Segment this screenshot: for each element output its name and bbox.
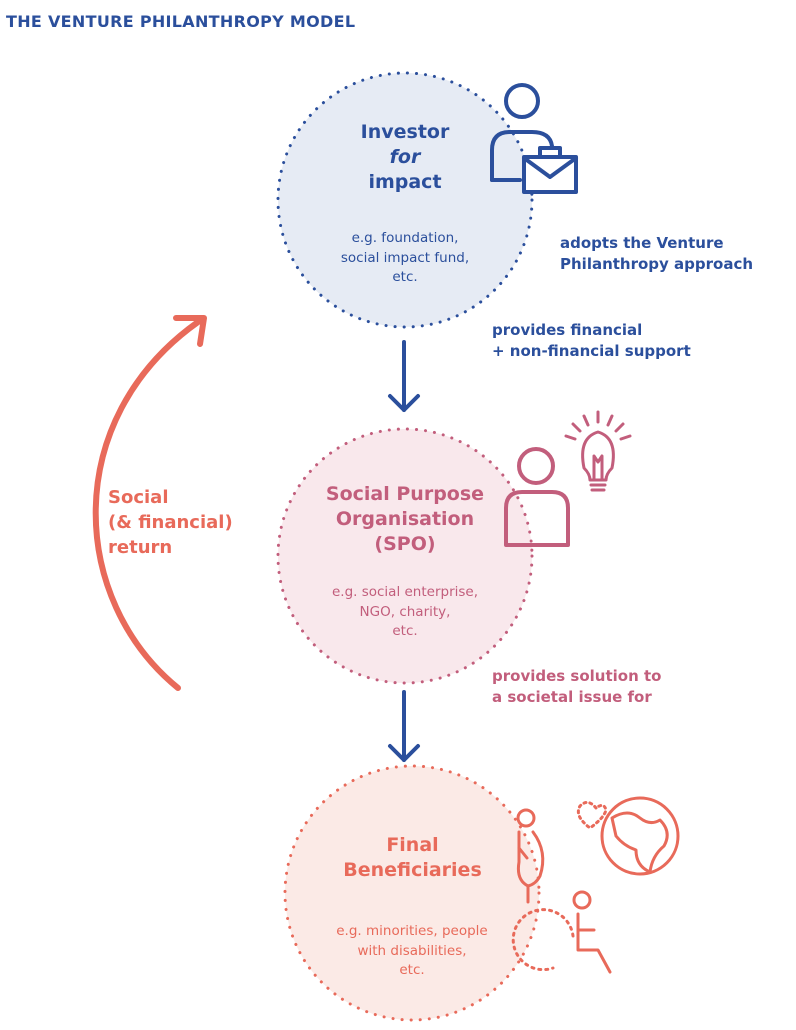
investor-note-line2: Philanthropy approach: [560, 255, 754, 273]
arrow-investor-to-spo: [388, 340, 420, 412]
beneficiaries-example-3: etc.: [399, 962, 425, 979]
support-note-line1: provides financial: [492, 321, 643, 339]
spo-circle: [276, 427, 534, 685]
investor-with-briefcase-icon: [490, 83, 578, 194]
investor-label-line1: Investor: [360, 121, 450, 143]
investor-label: Investor for impact: [300, 120, 510, 195]
spo-label: Social Purpose Organisation (SPO): [290, 482, 520, 557]
investor-label-line2: for: [389, 146, 421, 169]
investor-note: adopts the Venture Philanthropy approach: [560, 233, 753, 275]
solution-note-line2: a societal issue for: [492, 688, 652, 706]
spo-label-line3: (SPO): [374, 533, 436, 556]
investor-example-1: e.g. foundation,: [351, 230, 459, 246]
return-label-line1: Social: [108, 487, 169, 508]
spo-examples: e.g. social enterprise, NGO, charity, et…: [290, 583, 520, 642]
return-label-line2: (& financial): [108, 512, 233, 534]
spo-label-line2: Organisation: [335, 508, 475, 531]
spo-example-1: e.g. social enterprise,: [331, 584, 479, 600]
pregnant-woman-icon: [516, 808, 545, 904]
return-label-line3: return: [108, 537, 173, 559]
investor-example-3: etc.: [392, 269, 418, 286]
beneficiaries-label: Final Beneficiaries: [300, 833, 525, 883]
return-arc-arrow: [92, 315, 207, 691]
arrow-spo-to-beneficiaries: [388, 690, 420, 762]
beneficiaries-label-line2: Beneficiaries: [343, 859, 482, 882]
return-label: Social (& financial) return: [108, 485, 233, 561]
investor-examples: e.g. foundation, social impact fund, etc…: [300, 229, 510, 288]
investor-circle: [276, 71, 534, 329]
support-note: provides financial + non-financial suppo…: [492, 320, 691, 362]
beneficiaries-label-line1: Final: [386, 834, 439, 856]
solution-note-line1: provides solution to: [492, 667, 662, 685]
investor-example-2: social impact fund,: [340, 249, 470, 266]
support-note-line2: + non-financial support: [492, 342, 691, 360]
beneficiaries-examples: e.g. minorities, people with disabilitie…: [297, 922, 527, 981]
beneficiaries-circle: [283, 764, 541, 1022]
spo-example-2: NGO, charity,: [359, 603, 451, 620]
person-icon: [504, 447, 570, 547]
wheelchair-user-icon: [511, 890, 612, 974]
spo-example-3: etc.: [392, 623, 418, 640]
lightbulb-icon: [564, 410, 632, 492]
globe-with-heart-icon: [576, 796, 680, 876]
investor-label-line3: impact: [368, 171, 442, 194]
page-title: THE VENTURE PHILANTHROPY MODEL: [6, 12, 356, 31]
beneficiaries-example-2: with disabilities,: [357, 942, 467, 959]
spo-label-line1: Social Purpose: [325, 483, 485, 505]
beneficiaries-example-1: e.g. minorities, people: [336, 923, 488, 939]
solution-note: provides solution to a societal issue fo…: [492, 666, 661, 708]
investor-note-line1: adopts the Venture: [560, 234, 724, 252]
